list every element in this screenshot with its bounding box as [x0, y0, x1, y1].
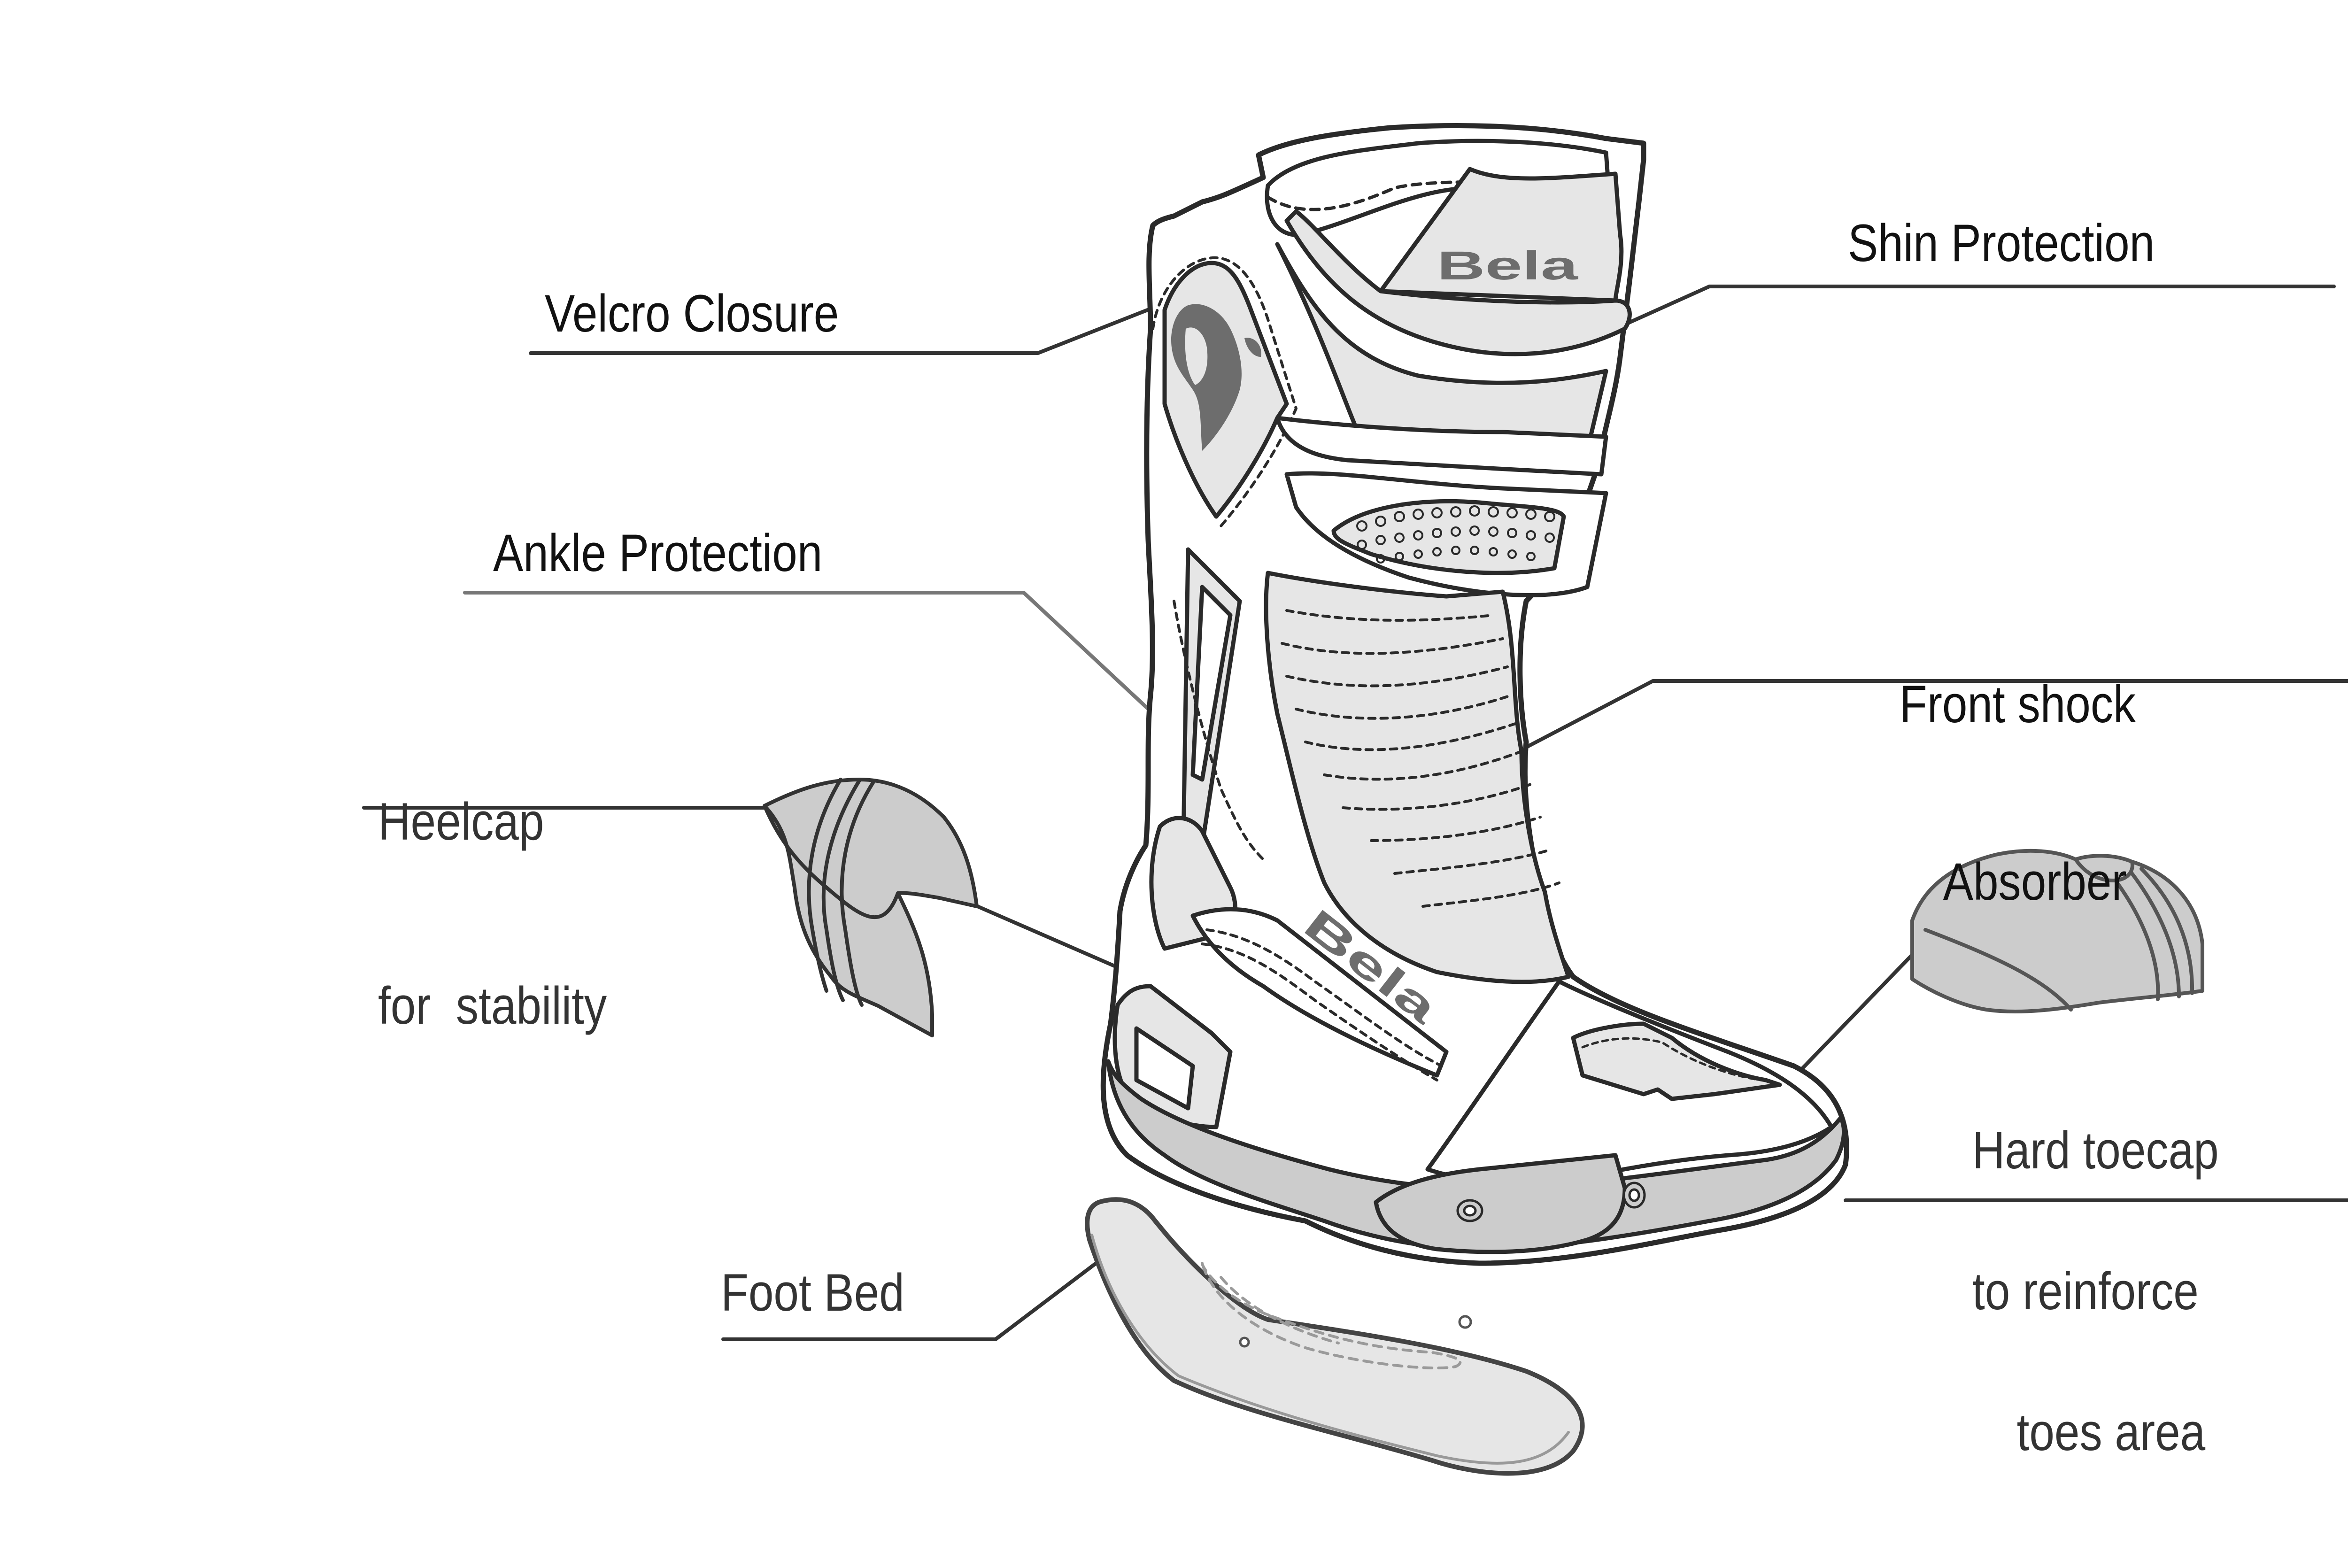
label-hard-toecap: Hard toecap to reinforce toes area	[1972, 1033, 2219, 1550]
label-hard-toecap-line3: toes area	[2016, 1403, 2206, 1461]
label-front-shock-line2: Absorber	[1943, 852, 2127, 911]
leader-lines	[362, 285, 2348, 1341]
leader-foot-bed	[721, 1238, 1129, 1341]
label-heelcap-line2: for stability	[378, 976, 607, 1035]
heelcap-part	[763, 778, 979, 1037]
label-shin-protection: Shin Protection	[1848, 214, 2155, 272]
label-heelcap: Heelcap for stability	[378, 674, 607, 1154]
toecap-part	[1910, 849, 2204, 1013]
leader-heelcap-to-boot	[970, 902, 1120, 969]
leader-front-shock	[1498, 679, 2348, 763]
label-front-shock-line1: Front shock	[1900, 675, 2136, 734]
label-velcro-closure: Velcro Closure	[545, 284, 839, 343]
shock-absorber-stitching	[1281, 609, 1560, 908]
label-heelcap-line1: Heelcap	[378, 792, 544, 851]
perforation-dots	[1356, 505, 1555, 564]
label-hard-toecap-line1: Hard toecap	[1972, 1121, 2219, 1180]
leader-velcro-closure	[529, 294, 1185, 355]
label-front-shock-absorber: Front shock Absorber	[1900, 556, 2136, 1030]
label-hard-toecap-line2: to reinforce	[1972, 1262, 2199, 1321]
foot-bed-part	[1085, 1197, 1585, 1476]
leader-shin-protection	[1614, 285, 2336, 331]
label-foot-bed: Foot Bed	[721, 1263, 904, 1322]
bear-logo-icon	[1171, 304, 1261, 451]
label-ankle-protection: Ankle Protection	[493, 524, 823, 582]
toe-slider-bolts	[1456, 1182, 1646, 1222]
bela-logo-shin: Bela	[1437, 243, 1579, 288]
boot-body: Bela	[1100, 123, 1849, 1266]
